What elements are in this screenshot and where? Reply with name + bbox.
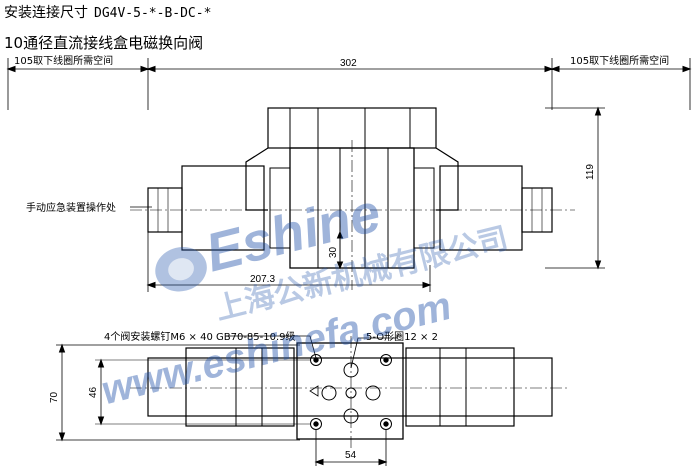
dim-bolt-spacing: 54 [345,450,357,461]
label-mounting-bolts: 4个阀安装螺钉M6 × 40 GB70-85-10.9级 [104,330,296,343]
dim-width-total: 70 [49,391,60,403]
page-subtitle: 10通径直流接线盒电磁换向阀 [4,34,204,52]
page-title: 安装连接尺寸 DG4V-5-*-B-DC-* [4,2,211,22]
title-cn: 安装连接尺寸 [4,5,88,21]
dim-height: 119 [585,164,596,180]
dim-center-height: 30 [328,246,339,258]
dim-center-length: 302 [340,58,357,69]
dim-left-space: 105取下线圈所需空间 [14,54,113,67]
title-model: DG4V-5-*-B-DC-* [94,6,212,21]
dim-center-offset: 207.3 [250,274,275,285]
dim-right-space: 105取下线圈所需空间 [570,54,669,67]
label-o-rings: 5-O形圈12 × 2 [366,331,438,343]
dim-width-half: 46 [88,386,99,398]
label-manual-override: 手动应急装置操作处 [26,201,116,214]
